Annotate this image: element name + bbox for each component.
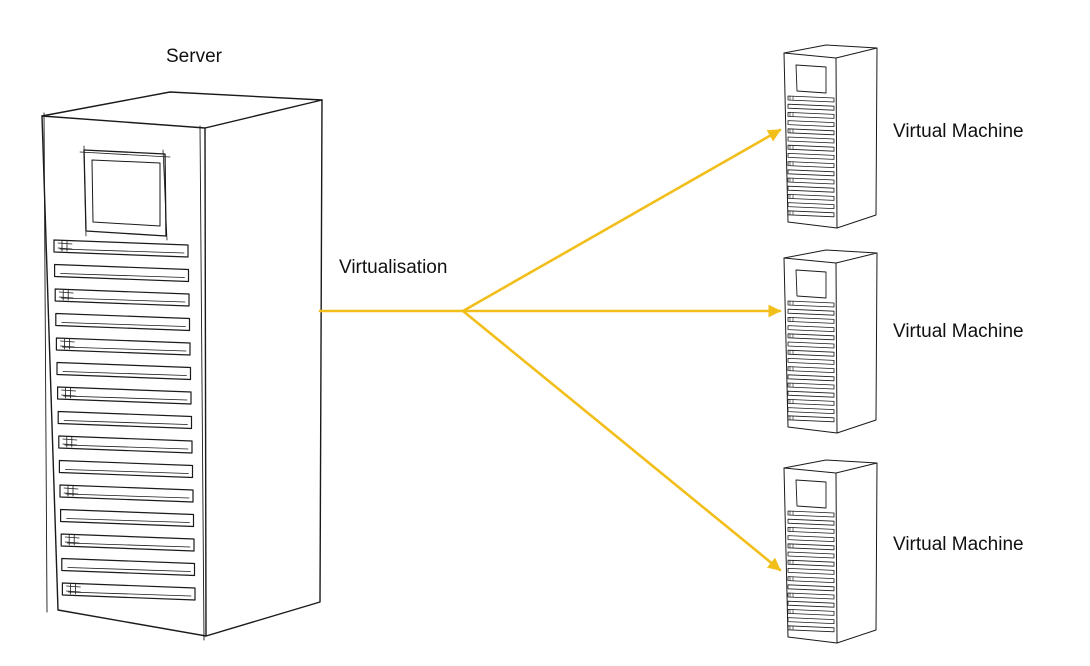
- virtual-machine-label: Virtual Machine: [893, 534, 1024, 555]
- arrow-icon: [461, 309, 782, 572]
- server-rack-icon: [41, 91, 323, 641]
- virtual-machine-rack-icon: [783, 459, 878, 644]
- virtual-machine-label: Virtual Machine: [893, 121, 1024, 142]
- virtualisation-arrows: [318, 128, 782, 572]
- arrow-icon: [461, 128, 782, 313]
- server-label: Server: [166, 46, 222, 67]
- virtualisation-label: Virtualisation: [339, 257, 448, 278]
- virtual-machine-rack-icon: [783, 44, 878, 229]
- virtual-machine-label: Virtual Machine: [893, 321, 1024, 342]
- virtual-machine-rack-icon: [783, 249, 878, 434]
